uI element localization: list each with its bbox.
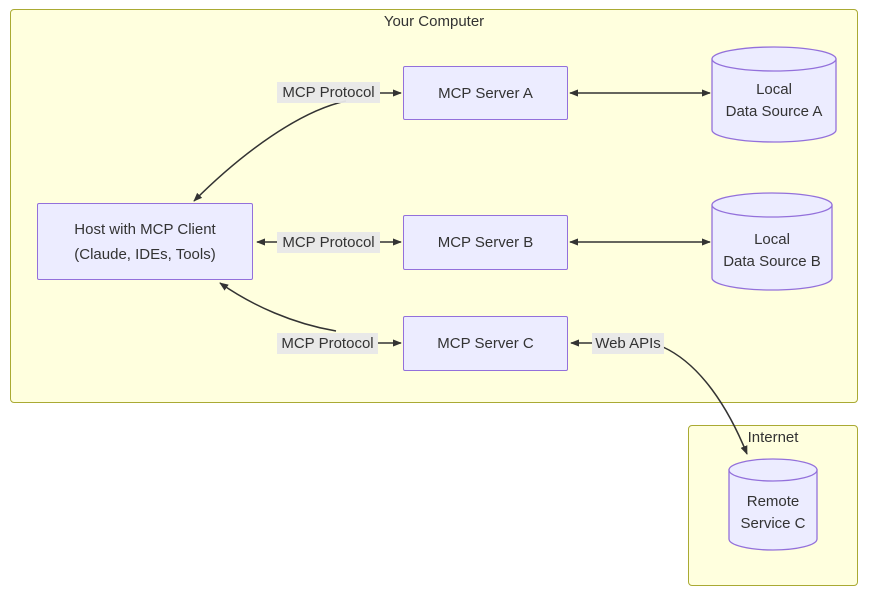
group-internet-title: Internet <box>747 429 799 446</box>
node-host-line1: Host with MCP Client <box>74 220 216 238</box>
node-server-c: MCP Server C <box>403 316 568 371</box>
edge-label-mcp-protocol-a: MCP Protocol <box>277 82 380 103</box>
edge-label-mcp-protocol-c: MCP Protocol <box>277 333 378 354</box>
group-your-computer-title: Your Computer <box>383 13 485 30</box>
node-server-a-label: MCP Server A <box>438 84 533 102</box>
node-data-source-b-label: Local Data Source B <box>723 231 821 270</box>
node-host: Host with MCP Client (Claude, IDEs, Tool… <box>37 203 253 280</box>
edge-label-mcp-protocol-b: MCP Protocol <box>277 232 380 253</box>
node-server-b: MCP Server B <box>403 215 568 270</box>
node-data-source-a-label: Local Data Source A <box>725 81 823 120</box>
node-remote-service-c-label: Remote Service C <box>740 493 806 532</box>
node-server-c-label: MCP Server C <box>437 335 534 352</box>
node-server-a: MCP Server A <box>403 66 568 120</box>
node-server-b-label: MCP Server B <box>437 234 534 251</box>
node-host-line2: (Claude, IDEs, Tools) <box>74 245 216 263</box>
edge-label-web-apis: Web APIs <box>592 333 664 354</box>
